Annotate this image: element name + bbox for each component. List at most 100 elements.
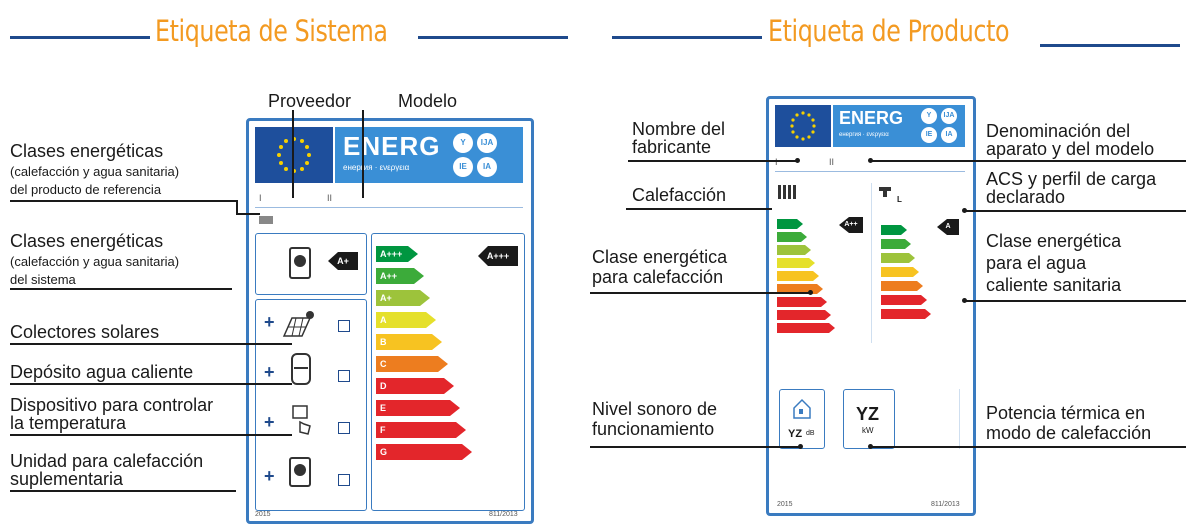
title-rule-right — [612, 36, 762, 39]
eu-stars-icon — [277, 137, 311, 173]
water-tank-icon — [291, 353, 311, 385]
supplementary-label-2: suplementaria — [10, 469, 124, 489]
model-leader — [362, 110, 364, 198]
noise-leader — [590, 446, 800, 448]
lang-circle-4: IA — [477, 157, 497, 177]
heat-bar-g — [777, 323, 835, 333]
dhw-bar-g — [881, 309, 931, 319]
supplementary-boiler-icon — [289, 457, 311, 487]
heat-class-leader — [590, 292, 810, 294]
ref-class-leader-h2 — [236, 213, 260, 215]
footer-regulation: 811/2013 — [931, 501, 960, 508]
energ-header: ENERG енергия · ενεργεια Y IJA IE IA — [335, 127, 523, 183]
dhw-leader — [964, 210, 1186, 212]
heat-class-label-1: Clase energética — [592, 247, 728, 267]
sys-class-leader — [10, 288, 232, 290]
heat-bar-a1 — [777, 232, 807, 242]
eu-flag — [255, 127, 333, 183]
dhw-class-dot — [962, 298, 967, 303]
control-checkbox[interactable] — [338, 422, 350, 434]
supplier-tick: I — [259, 193, 262, 203]
scale-bar-e: E — [376, 400, 460, 416]
energ-subtext: енергия · ενεργεια — [343, 163, 410, 172]
model-leader — [870, 160, 1186, 162]
power-label-2: modo de calefacción — [986, 423, 1152, 443]
radiator-icon — [778, 185, 796, 199]
heat-bar-a2 — [777, 219, 803, 229]
energ-text: ENERG — [839, 108, 904, 128]
sys-class-sub1: (calefacción y agua sanitaria) — [10, 254, 180, 269]
eu-flag-product — [775, 105, 831, 147]
manufacturer-dot — [795, 158, 800, 163]
dhw-bar-b — [881, 239, 911, 249]
tank-checkbox[interactable] — [338, 370, 350, 382]
manufacturer-leader — [628, 160, 798, 162]
model-label: Modelo — [398, 91, 458, 111]
scale-bar-a: A — [376, 312, 436, 328]
reference-product-box: A+ — [255, 233, 367, 295]
control-leader — [10, 434, 292, 436]
supp-leader — [10, 490, 236, 492]
power-dot — [868, 444, 873, 449]
title-rule-right-2 — [1040, 44, 1180, 47]
supplementary-plus: + — [264, 466, 275, 486]
lang-circle-2: IJA — [941, 108, 957, 124]
scale-bar-a3: A+++ — [376, 246, 418, 262]
heat-bar-a — [777, 245, 811, 255]
model-dot — [868, 158, 873, 163]
noise-value: YZ — [788, 428, 803, 440]
dhw-profile-label-1: ACS y perfil de carga — [986, 169, 1157, 189]
ref-class-leader-v — [236, 200, 238, 214]
heating-leader — [626, 208, 772, 210]
supplementary-checkbox[interactable] — [338, 474, 350, 486]
model-designation-label-2: aparato y del modelo — [986, 139, 1155, 159]
scale-bar-f: F — [376, 422, 466, 438]
heat-class-dot — [808, 290, 813, 295]
system-label-title: Etiqueta de Sistema — [155, 14, 388, 48]
power-value: YZ — [856, 404, 880, 424]
noise-unit: dB — [806, 430, 815, 437]
boiler-icon — [289, 247, 311, 279]
scale-bar-c: C — [376, 356, 448, 372]
heat-bar-d — [777, 284, 823, 294]
dhw-class-leader — [964, 300, 1186, 302]
thermostat-hand-icon — [292, 405, 311, 435]
supplier-leader — [292, 110, 294, 198]
heating-label: Calefacción — [632, 185, 727, 205]
system-energy-label: ENERG енергия · ενεργεια Y IJA IE IA I I… — [246, 118, 534, 524]
noise-label-2: funcionamiento — [592, 419, 715, 439]
title-rule-left — [10, 36, 150, 39]
model-tick: II — [829, 157, 835, 167]
ref-class-leader-h — [10, 200, 236, 202]
solar-checkbox[interactable] — [338, 320, 350, 332]
heat-bar-e — [777, 297, 827, 307]
dhw-class-label-2: para el agua — [986, 253, 1087, 273]
energ-subtext: енергия · ενεργεια — [839, 132, 889, 138]
components-box: + + + + — [255, 299, 367, 511]
tap-icon — [879, 187, 891, 197]
heat-bar-f — [777, 310, 831, 320]
temp-control-label-1: Dispositivo para controlar — [10, 395, 214, 415]
separator-line — [255, 207, 523, 208]
lang-circle-1: Y — [921, 108, 937, 124]
title-rule-left-2 — [418, 36, 568, 39]
lang-circle-3: IE — [453, 157, 473, 177]
dhw-dot — [962, 208, 967, 213]
lang-circle-2: IJA — [477, 133, 497, 153]
noise-label-1: Nivel sonoro de — [592, 399, 718, 419]
tank-leader — [10, 383, 292, 385]
heat-class-badge: A++ — [839, 217, 863, 233]
heat-bar-c — [777, 271, 819, 281]
dhw-bar-a — [881, 225, 907, 235]
eu-stars-icon — [790, 111, 816, 141]
speaker-icon — [793, 398, 811, 419]
dhw-bar-f — [881, 295, 927, 305]
lang-circle-3: IE — [921, 127, 937, 143]
system-scale-box: A+++ A++ A+ A B C D E F G A+++ — [371, 233, 525, 511]
lang-circle-1: Y — [453, 133, 473, 153]
model-designation-label-1: Denominación del — [986, 121, 1131, 141]
supplier-label: Proveedor — [268, 91, 352, 111]
tap-profile: L — [897, 195, 902, 204]
control-plus: + — [264, 412, 275, 432]
dhw-bar-d — [881, 267, 919, 277]
